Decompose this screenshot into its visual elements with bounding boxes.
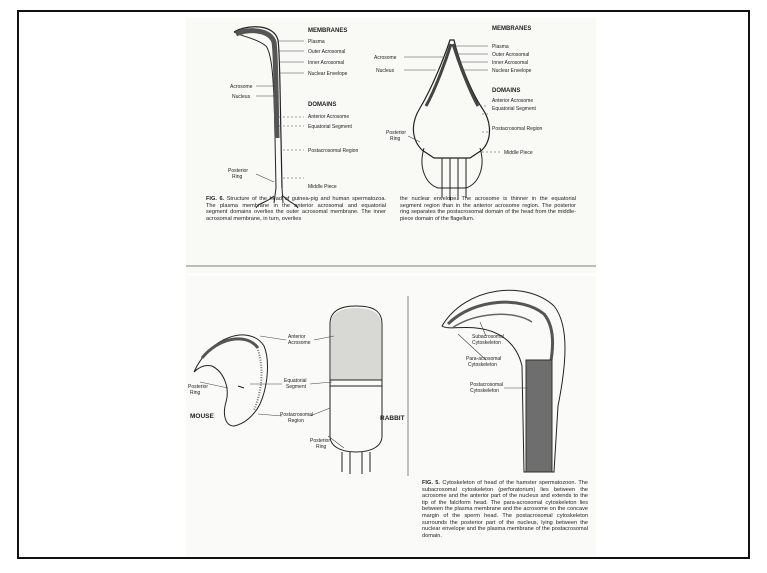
label-ring-rabbit: Ring [316,444,327,450]
label-nucleus-right: Nucleus [376,68,395,74]
label-middle-piece-left: Middle Piece [308,184,337,190]
figure-5-caption: FIG. 5. Cytoskeleton of head of the hams… [422,480,588,539]
figure-6-caption-text-2: the nuclear envelope. The acrosome is th… [400,196,576,222]
label-nuclear-envelope-left: Nuclear Envelope [308,71,348,77]
label-anterior-acrosome-left: Anterior Acrosome [308,114,349,120]
label-plasma-right: Plasma [492,44,509,50]
label-inner-acrosomal-right: Inner Acrosomal [492,60,528,66]
label-inner-acrosomal-left: Inner Acrosomal [308,60,344,66]
label-nuclear-envelope-right: Nuclear Envelope [492,68,532,74]
figure-6-diagram: MEMBRANES Plasma Outer Acrosomal Inner A… [186,18,596,273]
label-rabbit: RABBIT [380,415,405,422]
label-nucleus-left: Nucleus [232,94,251,100]
human-sperm-drawing [413,40,489,200]
figure-5-page: Anterior Acrosome Posterior Ring Equator… [186,276,596,556]
figure-6-caption-text-1: Structure of the head of guinea-pig and … [206,196,386,222]
label-outer-acrosomal-left: Outer Acrosomal [308,49,345,55]
label-acrosome: Acrosome [288,340,311,346]
domains-title-right: DOMAINS [492,88,520,94]
label-postacrosomal-cytoskeleton: Cytoskeleton [470,388,499,394]
label-ring-mouse: Ring [190,390,201,396]
label-equatorial-segment-right: Equatorial Segment [492,106,537,112]
rabbit-sperm-drawing [330,296,408,476]
figure-6-page: MEMBRANES Plasma Outer Acrosomal Inner A… [186,18,596,273]
label-ring-left: Ring [232,174,243,180]
label-postacrosomal-right: Postacrosomal Region [492,126,543,132]
label-anterior-acrosome-right: Anterior Acrosome [492,98,533,104]
figure-6-caption-col1: FIG. 6. Structure of the head of guinea-… [206,196,386,222]
label-segment: Segment [286,384,307,390]
guinea-pig-sperm-drawing [234,27,298,208]
label-middle-piece-right: Middle Piece [504,150,533,156]
human-leader-lines [404,46,502,152]
mouse-rabbit-leader-lines [200,336,344,448]
figure-5-label: FIG. 5. [422,480,440,486]
label-paraacrosomal-cytoskeleton: Cytoskeleton [468,362,497,368]
hamster-sperm-drawing [442,290,565,472]
label-plasma-left: Plasma [308,39,325,45]
figure-6-label: FIG. 6. [206,196,224,202]
label-postacrosomal-left: Postacrosomal Region [308,148,359,154]
label-ring-right: Ring [390,136,401,142]
label-acrosome-right: Acrosome [374,55,397,61]
label-subacrosomal-cytoskeleton: Cytoskeleton [472,340,501,346]
membranes-title-right: MEMBRANES [492,26,531,32]
figure-5-caption-text: Cytoskeleton of head of the hamster sper… [422,480,588,539]
label-equatorial-segment-left: Equatorial Segment [308,124,353,130]
label-acrosome-left: Acrosome [230,84,253,90]
figure-6-caption-col2: the nuclear envelope. The acrosome is th… [400,196,576,222]
label-outer-acrosomal-right: Outer Acrosomal [492,52,529,58]
label-region: Region [288,418,304,424]
domains-title-left: DOMAINS [308,102,336,108]
label-mouse: MOUSE [190,413,215,420]
membranes-title-left: MEMBRANES [308,28,347,34]
